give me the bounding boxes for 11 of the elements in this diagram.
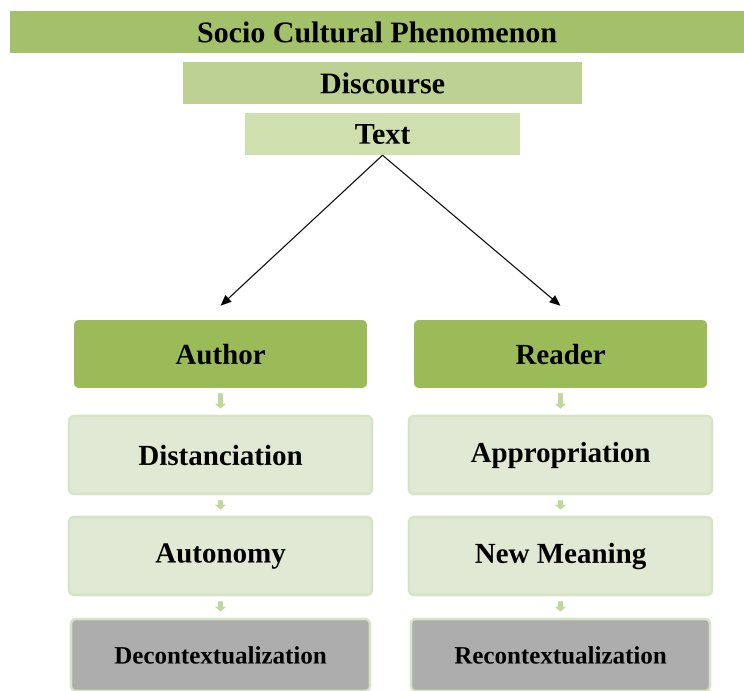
header-box: Author — [74, 320, 367, 388]
process-box: New Meaning — [408, 516, 714, 596]
title-band: Socio Cultural Phenomenon — [10, 11, 744, 53]
band: Discourse — [183, 62, 582, 104]
process-box: Appropriation — [408, 414, 714, 496]
header-box: Reader — [414, 320, 707, 388]
band: Text — [245, 113, 520, 155]
process-box: Autonomy — [68, 516, 374, 596]
result-box: Decontextualization — [70, 618, 372, 691]
process-box: Distanciation — [68, 414, 374, 496]
result-box: Recontextualization — [410, 618, 712, 691]
